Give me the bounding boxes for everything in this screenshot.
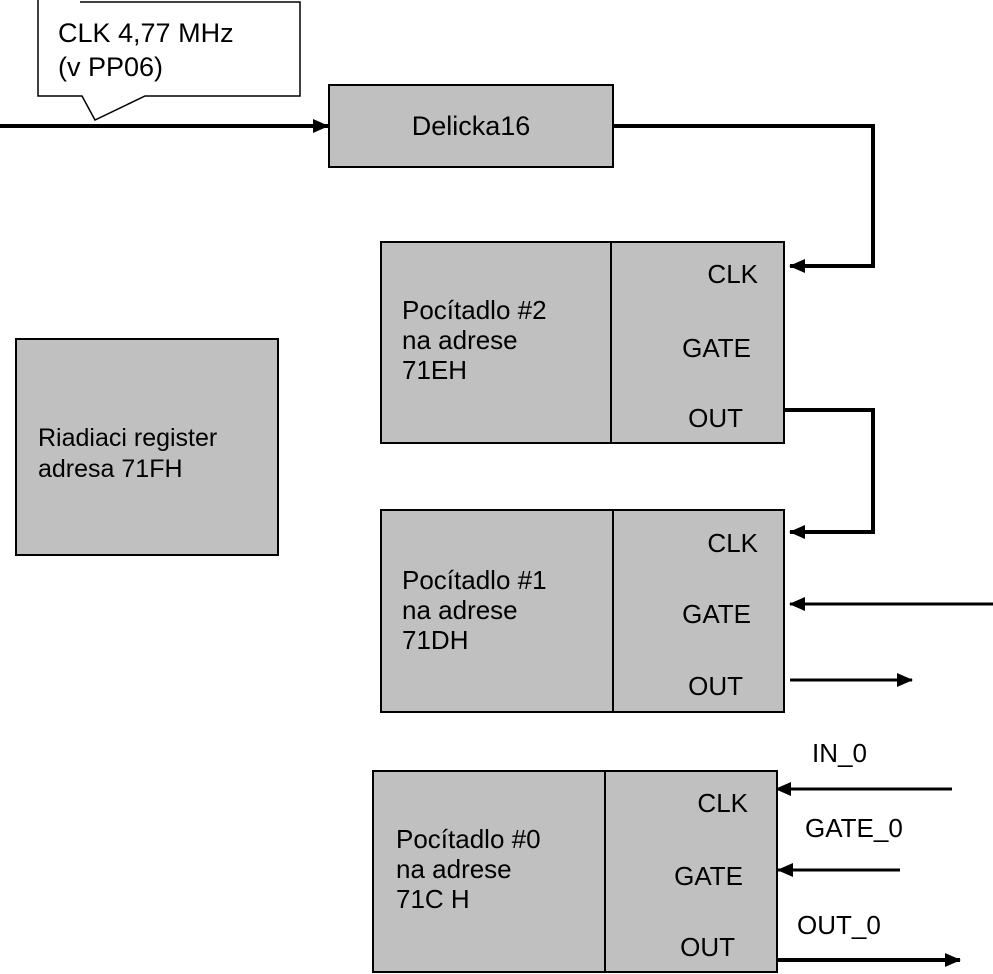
control-register-block[interactable]: Riadiaci register adresa 71FH bbox=[15, 338, 279, 556]
counter1-title: Pocítadlo #1 bbox=[402, 565, 547, 595]
control-register-label: Riadiaci register adresa 71FH bbox=[38, 423, 217, 485]
control-register-line-1: Riadiaci register bbox=[38, 424, 218, 452]
divider-block[interactable]: Delicka16 bbox=[328, 84, 614, 168]
counter2-label: Pocítadlo #2 na adrese 71EH bbox=[402, 295, 547, 385]
counter2-name-block[interactable]: Pocítadlo #2 na adrese 71EH bbox=[380, 241, 612, 444]
counter2-pin-gate: GATE bbox=[682, 333, 751, 363]
counter0-address: 71C H bbox=[396, 884, 470, 914]
signal-in0-label: IN_0 bbox=[812, 738, 867, 768]
counter2-address: 71EH bbox=[402, 355, 468, 385]
counter1-label: Pocítadlo #1 na adrese 71DH bbox=[402, 565, 547, 655]
counter2-pin-out: OUT bbox=[688, 403, 743, 433]
counter0-pin-gate: GATE bbox=[674, 861, 743, 891]
divider-label: Delicka16 bbox=[411, 110, 531, 141]
counter1-address: 71DH bbox=[402, 625, 469, 655]
clock-callout: CLK 4,77 MHz (v PP06) bbox=[58, 16, 234, 84]
counter0-subtitle: na adrese bbox=[396, 854, 512, 884]
counter2-out-to-counter1-clk-wire bbox=[784, 408, 875, 539]
signal-gate0-label: GATE_0 bbox=[805, 813, 903, 843]
counter2-pin-clk: CLK bbox=[707, 259, 758, 289]
counter1-subtitle: na adrese bbox=[402, 595, 518, 625]
counter0-label: Pocítadlo #0 na adrese 71C H bbox=[396, 824, 541, 914]
callout-bubble bbox=[37, 0, 301, 121]
counter0-pins-block: CLK GATE OUT bbox=[604, 770, 778, 973]
counter1-name-block[interactable]: Pocítadlo #1 na adrese 71DH bbox=[380, 509, 614, 713]
counter2-pins-block: CLK GATE OUT bbox=[610, 241, 785, 444]
divider-to-counter2-clk-wire bbox=[612, 124, 875, 273]
callout-line-1: CLK 4,77 MHz bbox=[58, 18, 234, 48]
counter1-pins-block: CLK GATE OUT bbox=[612, 509, 785, 713]
counter0-pin-out: OUT bbox=[680, 932, 735, 962]
counter1-pin-out: OUT bbox=[688, 671, 743, 701]
control-register-line-2: adresa 71FH bbox=[38, 455, 183, 483]
callout-line-2: (v PP06) bbox=[58, 52, 164, 82]
counter1-pin-gate: GATE bbox=[682, 599, 751, 629]
counter0-title: Pocítadlo #0 bbox=[396, 824, 541, 854]
counter1-pin-clk: CLK bbox=[707, 528, 758, 558]
counter0-pin-clk: CLK bbox=[697, 788, 748, 818]
counter2-title: Pocítadlo #2 bbox=[402, 295, 547, 325]
counter0-name-block[interactable]: Pocítadlo #0 na adrese 71C H bbox=[372, 770, 606, 973]
counter2-subtitle: na adrese bbox=[402, 325, 518, 355]
signal-out0-label: OUT_0 bbox=[797, 910, 881, 940]
